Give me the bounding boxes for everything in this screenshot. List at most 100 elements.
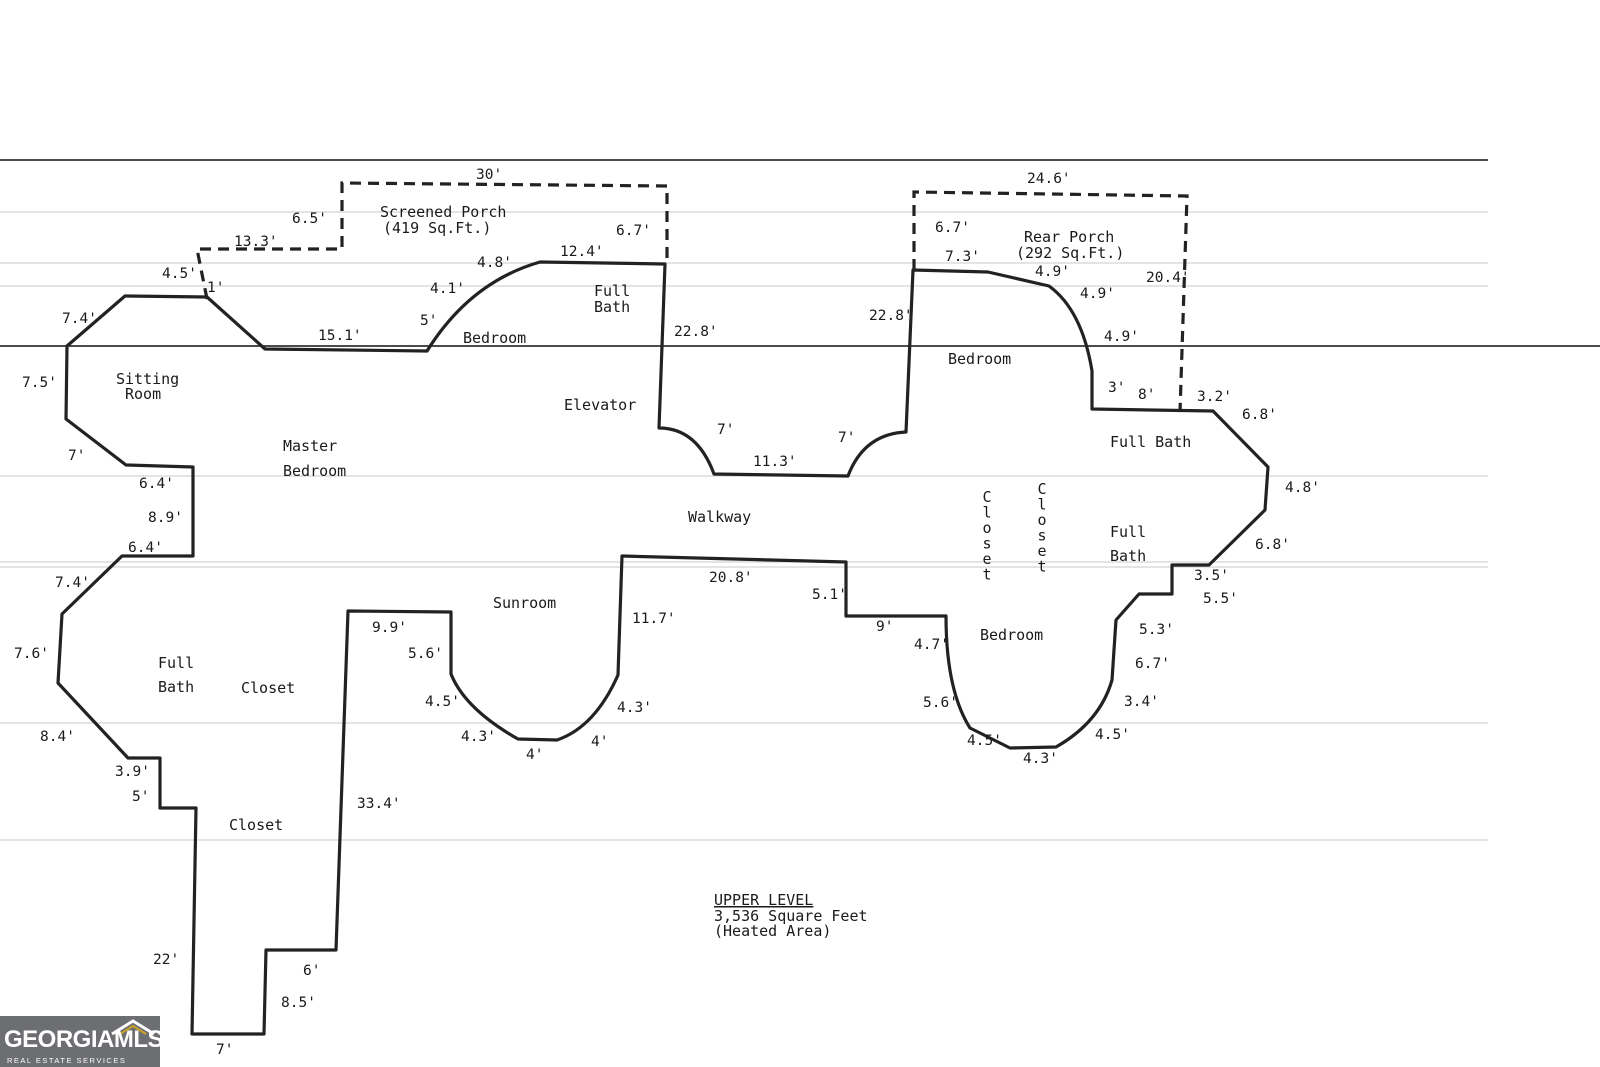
full-bath-right-label: Full Bath xyxy=(1110,433,1191,451)
area-caption: UPPER LEVEL 3,536 Square Feet (Heated Ar… xyxy=(714,891,868,940)
dim-label: 3.9' xyxy=(115,764,150,780)
dim-label: 11.3' xyxy=(753,454,797,470)
dim-label: 4.3' xyxy=(617,700,652,716)
master-bedroom-label-2: Bedroom xyxy=(283,462,346,480)
dim-label: 4' xyxy=(526,747,543,763)
dimension-labels: 30' 6.5' 13.3' 4.5' 1' 6.7' 4.8' 12.4' 4… xyxy=(14,167,1320,1058)
rear-porch-area: (292 Sq.Ft.) xyxy=(1016,244,1124,262)
elevator-label: Elevator xyxy=(564,396,636,414)
sunroom-label: Sunroom xyxy=(493,594,556,612)
dim-label: 9' xyxy=(876,619,893,635)
full-bath-mid-label-2: Bath xyxy=(1110,547,1146,565)
master-bedroom-label-1: Master xyxy=(283,437,337,455)
dim-label: 7' xyxy=(838,430,855,446)
dim-label: 3' xyxy=(1108,380,1125,396)
dim-label: 7.5' xyxy=(22,375,57,391)
dim-label: 7' xyxy=(216,1042,233,1058)
dim-label: 3.2' xyxy=(1197,389,1232,405)
dim-label: 20.8' xyxy=(709,570,753,586)
dim-label: 8.4' xyxy=(40,729,75,745)
caption-level: UPPER LEVEL xyxy=(714,891,813,909)
dim-label: 4.9' xyxy=(1080,286,1115,302)
caption-area: 3,536 Square Feet xyxy=(714,907,868,925)
dim-label: 6.4' xyxy=(139,476,174,492)
dim-label: 3.5' xyxy=(1194,568,1229,584)
dim-label: 4.8' xyxy=(477,255,512,271)
dim-label: 7.6' xyxy=(14,646,49,662)
full-bath-left-label-1: Full xyxy=(158,654,194,672)
room-labels: Screened Porch (419 Sq.Ft.) Rear Porch (… xyxy=(116,203,1191,834)
screened-porch-area: (419 Sq.Ft.) xyxy=(383,219,491,237)
dim-label: 5.1' xyxy=(812,587,847,603)
dim-label: 4' xyxy=(591,734,608,750)
closet-bottom-label: Closet xyxy=(229,816,283,834)
dim-label: 4.1' xyxy=(430,281,465,297)
full-bath-top-label-2: Bath xyxy=(594,298,630,316)
dim-label: 5.6' xyxy=(408,646,443,662)
dim-label: 7' xyxy=(717,422,734,438)
closet-left-label: Closet xyxy=(241,679,295,697)
dim-label: 22.8' xyxy=(869,308,913,324)
dim-label: 4.8' xyxy=(1285,480,1320,496)
dim-label: 5.6' xyxy=(923,695,958,711)
dim-label: 22' xyxy=(153,952,179,968)
caption-note: (Heated Area) xyxy=(714,922,831,940)
sitting-room-label-1: Sitting xyxy=(116,370,179,388)
dim-label: 5' xyxy=(420,313,437,329)
dim-label: 6.8' xyxy=(1255,537,1290,553)
dim-label: 5.3' xyxy=(1139,622,1174,638)
full-bath-left-label-2: Bath xyxy=(158,678,194,696)
rear-porch-label: Rear Porch xyxy=(1024,228,1114,246)
bedroom-right-label: Bedroom xyxy=(948,350,1011,368)
dim-label: 4.9' xyxy=(1104,329,1139,345)
dim-label: 4.3' xyxy=(461,729,496,745)
full-bath-mid-label-1: Full xyxy=(1110,523,1146,541)
dim-label: 6.7' xyxy=(616,223,651,239)
house-roof-icon xyxy=(111,1019,155,1036)
screened-porch-label: Screened Porch xyxy=(380,203,506,221)
dim-label: 9.9' xyxy=(372,620,407,636)
dim-label: 6' xyxy=(303,963,320,979)
dim-label: 4.9' xyxy=(1035,264,1070,280)
dim-label: 6.5' xyxy=(292,211,327,227)
dim-label: 6.7' xyxy=(1135,656,1170,672)
dim-label: 4.5' xyxy=(1095,727,1130,743)
dim-label: 6.4' xyxy=(128,540,163,556)
screened-porch-outline xyxy=(195,181,669,300)
dim-label: 4.5' xyxy=(425,694,460,710)
dim-label: 3.4' xyxy=(1124,694,1159,710)
sitting-room-label-2: Room xyxy=(125,385,161,403)
dim-label: 6.7' xyxy=(935,220,970,236)
dim-label: 33.4' xyxy=(357,796,401,812)
dim-label: 11.7' xyxy=(632,611,676,627)
background-rules xyxy=(0,159,1600,841)
dim-label: 7.4' xyxy=(62,311,97,327)
dim-label: 4.3' xyxy=(1023,751,1058,767)
dim-label: 5.5' xyxy=(1203,591,1238,607)
logo-tagline: REAL ESTATE SERVICES xyxy=(7,1056,127,1065)
exterior-wall xyxy=(56,260,1270,1036)
dim-label: 7.4' xyxy=(55,575,90,591)
dim-label: 12.4' xyxy=(560,244,604,260)
dim-label: 7.3' xyxy=(945,249,980,265)
dim-label: 8.5' xyxy=(281,995,316,1011)
dim-label: 15.1' xyxy=(318,328,362,344)
bedroom-top-label: Bedroom xyxy=(463,329,526,347)
rear-porch-outline xyxy=(912,190,1189,413)
dim-label: 6.8' xyxy=(1242,407,1277,423)
dim-label: 22.8' xyxy=(674,324,718,340)
logo-brand-text: GEORGIAMLS xyxy=(4,1026,164,1053)
dim-label: 4.7' xyxy=(914,637,949,653)
dim-label: 24.6' xyxy=(1027,171,1071,187)
dim-label: 30' xyxy=(476,167,502,183)
georgiamls-logo: GEORGIAMLS REAL ESTATE SERVICES xyxy=(0,1016,164,1067)
full-bath-top-label-1: Full xyxy=(594,282,630,300)
dim-label: 5' xyxy=(132,789,149,805)
dim-label: 7' xyxy=(68,448,85,464)
dim-label: 4.5' xyxy=(967,733,1002,749)
dim-label: 8' xyxy=(1138,387,1155,403)
dim-label: 8.9' xyxy=(148,510,183,526)
